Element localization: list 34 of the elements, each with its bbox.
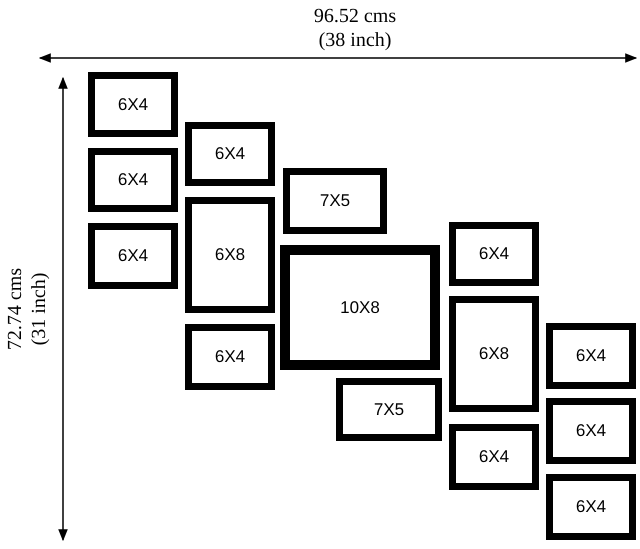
- photo-frame: [546, 398, 636, 464]
- dimension-label: 96.52 cms: [314, 4, 396, 28]
- photo-frame: [283, 168, 387, 234]
- frame-size-label: 7X5: [320, 190, 350, 212]
- frame-size-label: 6X4: [118, 94, 148, 116]
- photo-frame: [185, 324, 275, 390]
- frame-size-label: 6X8: [478, 343, 510, 366]
- frame-size-label: 6X4: [214, 143, 246, 166]
- photo-frame: [546, 323, 636, 389]
- dimension-label: (31 inch): [27, 272, 51, 346]
- photo-frame: [449, 222, 539, 286]
- frame-size-label: 6X4: [576, 496, 606, 518]
- frame-size-label: 6X8: [214, 244, 246, 266]
- photo-frame: [449, 424, 539, 490]
- photo-frame: [88, 148, 178, 212]
- frame-size-label: 7X5: [374, 398, 404, 421]
- frame-size-label: 6X4: [576, 345, 606, 368]
- frame-size-label: 6X4: [478, 446, 510, 468]
- frame-size-label: 10X8: [340, 296, 380, 319]
- dimension-label: (38 inch): [318, 28, 392, 52]
- frame-size-label: 6X4: [214, 346, 246, 368]
- photo-frame: [185, 122, 275, 186]
- frame-size-label: 6X4: [576, 420, 606, 442]
- photo-frame: [449, 296, 539, 412]
- photo-frame: [280, 245, 440, 370]
- photo-frame: [88, 72, 178, 137]
- photo-frame: [185, 197, 275, 313]
- photo-frame: [88, 223, 178, 289]
- frame-size-label: 6X4: [478, 243, 510, 266]
- photo-frame: [546, 474, 636, 540]
- frame-size-label: 6X4: [118, 245, 148, 268]
- dimension-label: 72.74 cms: [3, 268, 27, 350]
- frame-size-label: 6X4: [118, 169, 148, 192]
- photo-frame: [336, 378, 442, 441]
